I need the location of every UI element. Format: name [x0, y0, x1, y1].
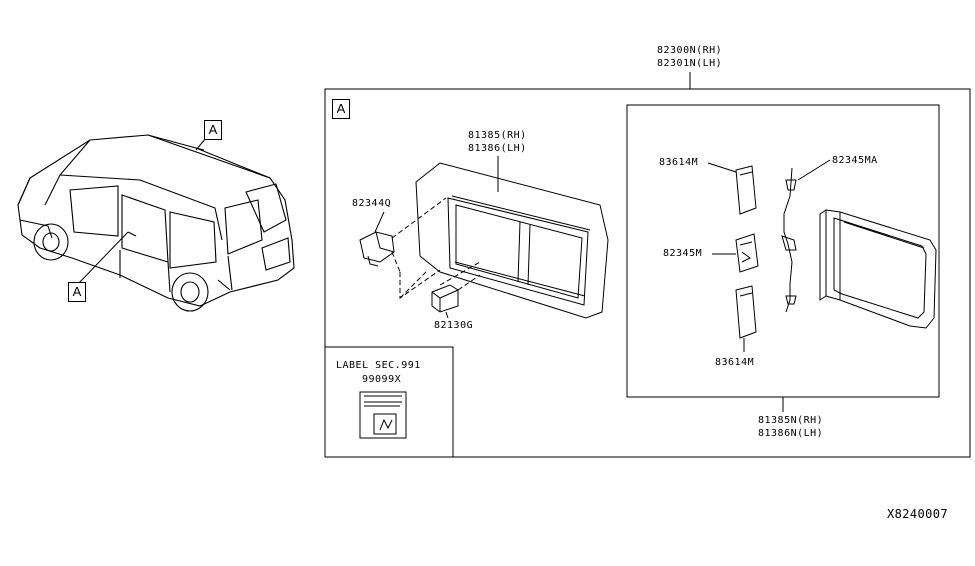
window-number-rh: 81385N(RH)	[758, 415, 824, 426]
rod-82345ma-illustration	[781, 159, 831, 313]
assembly-number-rh: 82300N(RH)	[657, 45, 723, 56]
callout-tag-frame: A	[332, 99, 350, 119]
assembly-number-lh: 82301N(LH)	[657, 58, 723, 69]
part-82344q-label: 82344Q	[352, 198, 392, 209]
finisher-number-lh: 81386(LH)	[468, 143, 527, 154]
callout-tag-van-top: A	[204, 120, 222, 140]
clip-82344q-illustration	[359, 211, 395, 267]
part-82130g-label: 82130G	[434, 320, 474, 331]
van-illustration	[17, 134, 295, 312]
seal-83614m-top-illustration	[707, 162, 757, 215]
part-82345m-label: 82345M	[663, 248, 703, 259]
label-box-title: LABEL SEC.991	[336, 360, 421, 371]
label-box-frame	[325, 346, 454, 457]
part-83614m-bottom-label: 83614M	[715, 357, 755, 368]
window-frame-illustration	[819, 209, 937, 329]
window-number-lh: 81386N(LH)	[758, 428, 824, 439]
part-83614m-top-label: 83614M	[659, 157, 699, 168]
finisher-number-rh: 81385(RH)	[468, 130, 527, 141]
diagram-reference-code: X8240007	[887, 507, 948, 521]
clip-82130g-illustration	[431, 284, 459, 319]
assembly-frame	[324, 88, 971, 458]
label-box-part-number: 99099X	[362, 374, 402, 385]
part-82345ma-label: 82345MA	[832, 155, 878, 166]
bracket-82345m-illustration	[712, 233, 759, 273]
seal-83614m-bottom-illustration	[735, 285, 757, 352]
warning-label-illustration	[359, 391, 407, 439]
door-finisher-illustration	[415, 156, 609, 319]
callout-tag-van-bottom: A	[68, 282, 86, 302]
